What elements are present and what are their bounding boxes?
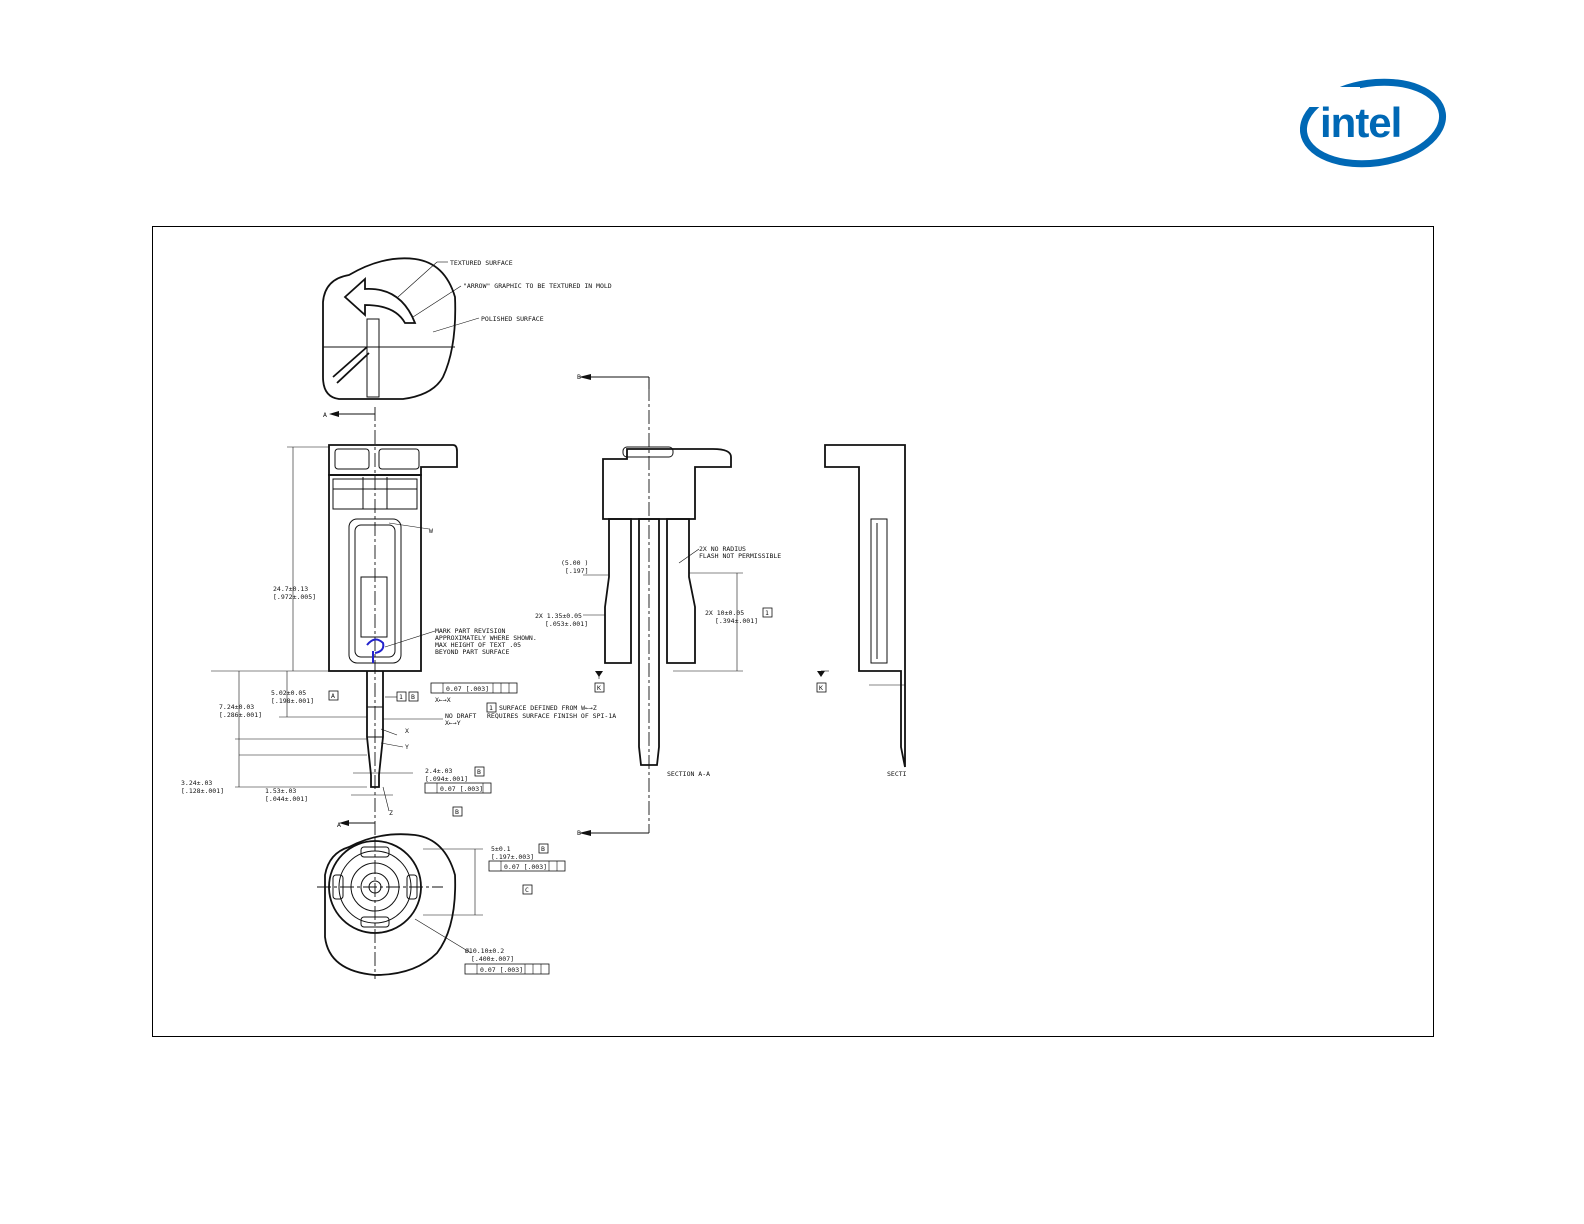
fcf-sub-x: X←→X (435, 696, 451, 704)
bottom-view (317, 833, 483, 979)
dim-24-7: 24.7±0.13 (273, 585, 308, 593)
label-section-aa: SECTION A-A (667, 770, 710, 778)
drawing-frame: TEXTURED SURFACE "ARROW" GRAPHIC TO BE T… (152, 226, 1434, 1037)
note-polished: POLISHED SURFACE (481, 315, 544, 323)
section-b-bottom: B (577, 829, 581, 837)
note-surface-2: REQUIRES SURFACE FINISH OF SPI-1A (487, 712, 616, 720)
label-x: X (405, 727, 409, 735)
note-no-radius-1: 2X NO RADIUS (699, 545, 746, 553)
datum-k-sec: K (597, 684, 601, 692)
fcf-pos-ab: 0.07 [.003] (504, 863, 547, 871)
section-bb-view (817, 444, 906, 768)
section-aa-view (579, 374, 743, 836)
section-a-bottom: A (337, 821, 341, 829)
datum-one-sec: 1 (765, 609, 769, 617)
note-no-draft: NO DRAFT (445, 712, 476, 720)
datum-b-pin: B (477, 768, 481, 776)
fcf-pos-a: 0.07 [.003] (440, 785, 483, 793)
dim-7-24-in: [.286±.001] (219, 711, 262, 719)
dim-dia-in: [.400±.007] (471, 955, 514, 963)
dim-dia: Ø10.10±0.2 (465, 947, 504, 955)
dim-2-4: 2.4±.03 (425, 767, 452, 775)
top-view (322, 257, 480, 400)
fcf-profile: 0.07 [.003] (446, 685, 489, 693)
front-view (211, 407, 458, 835)
dim-5-00: (5.00 ) (561, 559, 588, 567)
label-w: W (429, 527, 433, 535)
datum-one-b: 1 (489, 704, 493, 712)
note-mark-rev-2: APPROXIMATELY WHERE SHOWN. (435, 634, 537, 642)
dim-1-35: 2X 1.35±0.05 (535, 612, 582, 620)
note-textured: TEXTURED SURFACE (450, 259, 513, 267)
datum-b-below: B (455, 808, 459, 816)
fcf-pos-abc: 0.07 [.003] (480, 966, 523, 974)
note-no-radius-2: FLASH NOT PERMISSIBLE (699, 552, 781, 560)
dim-7-24: 7.24±0.03 (219, 703, 254, 711)
dim-10-in: [.394±.001] (715, 617, 758, 625)
note-mark-rev-3: MAX HEIGHT OF TEXT .05 (435, 641, 521, 649)
note-no-draft-sub: X←→Y (445, 719, 461, 727)
datum-one: 1 (399, 693, 403, 701)
section-b-top: B (577, 373, 581, 381)
dim-24-7-in: [.972±.005] (273, 593, 316, 601)
dim-5-00-in: [.197] (565, 567, 588, 575)
dim-5-02: 5.02±0.05 (271, 689, 306, 697)
dim-3-24-in: [.128±.001] (181, 787, 224, 795)
section-a-top: A (323, 411, 327, 419)
dim-10: 2X 10±0.05 (705, 609, 744, 617)
datum-a: A (331, 692, 335, 700)
dim-3-24: 3.24±.03 (181, 779, 212, 787)
note-mark-rev-1: MARK PART REVISION (435, 627, 506, 635)
note-arrow-graphic: "ARROW" GRAPHIC TO BE TEXTURED IN MOLD (463, 282, 612, 290)
mechanical-drawing: TEXTURED SURFACE "ARROW" GRAPHIC TO BE T… (181, 257, 907, 979)
note-mark-rev-4: BEYOND PART SURFACE (435, 648, 509, 656)
datum-b2: B (411, 693, 415, 701)
dim-5-in: [.197±.003] (491, 853, 534, 861)
svg-text:intel: intel (1320, 99, 1401, 146)
datum-c: C (525, 886, 529, 894)
datum-k-secbb: K (819, 684, 823, 692)
intel-logo: intel (1300, 78, 1447, 168)
dim-5-02-in: [.198±.001] (271, 697, 314, 705)
dim-5: 5±0.1 (491, 845, 511, 853)
dim-2-4-in: [.094±.001] (425, 775, 468, 783)
label-y: Y (405, 743, 409, 751)
dim-1-53: 1.53±.03 (265, 787, 296, 795)
dim-1-53-in: [.044±.001] (265, 795, 308, 803)
label-section-bb: SECTI (887, 770, 907, 778)
label-z: Z (389, 809, 393, 817)
note-surface-1: SURFACE DEFINED FROM W←→Z (499, 704, 597, 712)
dim-1-35-in: [.053±.001] (545, 620, 588, 628)
datum-b-bottom: B (541, 845, 545, 853)
